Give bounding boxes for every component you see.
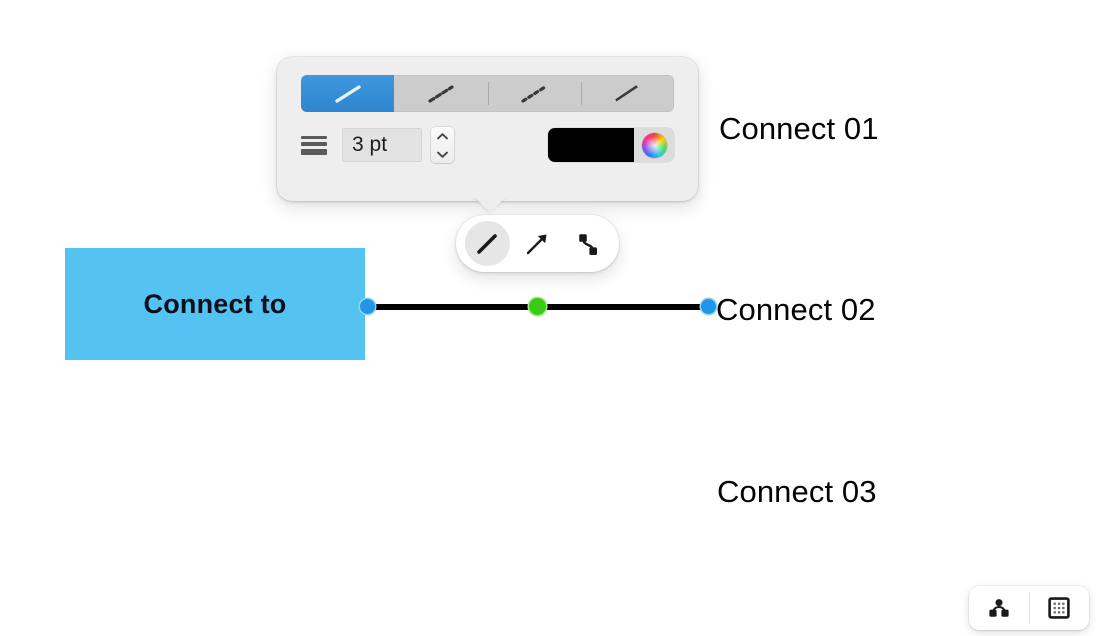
line-weight-icon[interactable]: [301, 131, 329, 159]
dot-grid-icon: [1048, 597, 1070, 619]
view-toolbar: [969, 586, 1089, 630]
line-style-dash-dot[interactable]: [394, 75, 487, 112]
line-format-popover: [277, 57, 698, 201]
dotted-line-icon: [521, 84, 547, 103]
straight-line-icon: [477, 233, 497, 254]
stroke-color-swatch[interactable]: [548, 128, 634, 162]
tool-arrow-line[interactable]: [515, 221, 560, 266]
line-end-handle[interactable]: [701, 299, 716, 314]
chevron-down-icon: [437, 151, 448, 158]
elbow-connector-icon: [579, 233, 597, 255]
shape-connect-to[interactable]: Connect to: [65, 248, 365, 360]
stroke-width-stepper[interactable]: [431, 127, 454, 163]
line-format-row: [301, 126, 674, 164]
arrow-line-icon: [527, 234, 547, 254]
node-graph-icon: [989, 599, 1009, 617]
chevron-up-icon: [437, 132, 448, 139]
solid-line-icon: [334, 84, 361, 103]
shape-label: Connect to: [143, 288, 287, 319]
label-connect-02[interactable]: Connect 02: [716, 292, 876, 327]
line-style-segmented-control[interactable]: [301, 75, 674, 112]
stroke-width-increment-button[interactable]: [431, 127, 454, 145]
line-style-solid[interactable]: [301, 75, 395, 112]
line-style-dotted[interactable]: [487, 75, 581, 112]
tool-straight-line[interactable]: [464, 221, 510, 266]
label-connect-03[interactable]: Connect 03: [717, 474, 877, 509]
color-wheel-icon: [641, 132, 667, 158]
line-midpoint-handle[interactable]: [529, 298, 546, 315]
line-style-tapered[interactable]: [580, 75, 674, 112]
line-start-handle[interactable]: [360, 299, 375, 314]
stroke-color-control[interactable]: [548, 128, 674, 162]
color-wheel-button[interactable]: [634, 128, 674, 162]
connector-toolbar: [456, 215, 619, 272]
connections-view-button[interactable]: [969, 586, 1029, 630]
stroke-width-decrement-button[interactable]: [431, 145, 454, 163]
label-connect-01[interactable]: Connect 01: [719, 111, 879, 146]
stroke-width-input[interactable]: [342, 128, 422, 162]
connection-line[interactable]: [360, 290, 720, 324]
tool-elbow-line[interactable]: [565, 221, 610, 266]
grid-view-button[interactable]: [1029, 586, 1089, 630]
dash-dot-line-icon: [428, 84, 454, 103]
tapered-line-icon: [615, 84, 639, 101]
